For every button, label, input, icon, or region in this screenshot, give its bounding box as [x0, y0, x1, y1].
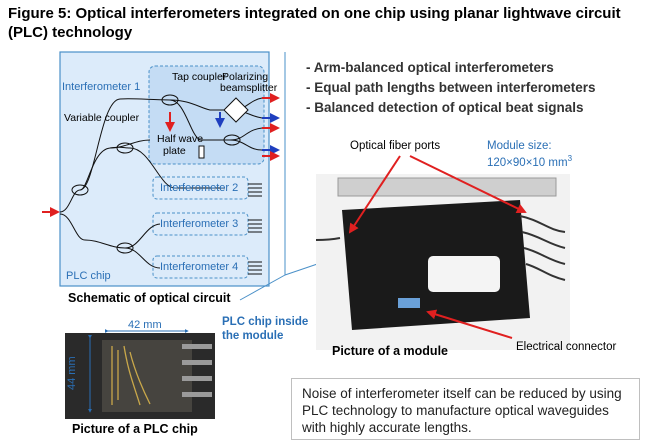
module-photo: [315, 174, 570, 350]
plc-chip-photo: [65, 333, 215, 419]
module-size-label: Module size:: [487, 140, 552, 152]
interferometer-1-label: Interferometer 1: [62, 81, 141, 93]
plate-label: plate: [163, 145, 186, 157]
polarizing-label: Polarizing: [222, 71, 269, 83]
bullet-3: - Balanced detection of optical beat sig…: [306, 100, 584, 115]
bullet-1: - Arm-balanced optical interferometers: [306, 60, 554, 75]
variable-coupler-label: Variable coupler: [64, 112, 140, 124]
plc-inside-label-2: the module: [222, 330, 284, 342]
coupler-symbols: [71, 94, 241, 254]
figure-title: Figure 5: Optical interferometers integr…: [8, 5, 621, 41]
plc-inside-label-1: PLC chip inside: [222, 316, 309, 328]
plc-chip-label: PLC chip: [66, 270, 111, 282]
half-wave-plate-icon: [198, 145, 205, 159]
plc-photo-caption: Picture of a PLC chip: [72, 422, 198, 436]
optical-fiber-ports-label: Optical fiber ports: [350, 140, 441, 152]
schematic-caption: Schematic of optical circuit: [68, 291, 231, 305]
fiber-port-arrow-2: [409, 155, 527, 213]
fiber-port-arrow-1: [348, 155, 401, 234]
interferometer-4-label: Interferometer 4: [160, 261, 239, 273]
tap-coupler-label: Tap coupler: [172, 71, 227, 83]
half-wave-label: Half wave: [157, 133, 204, 145]
note-box: Noise of interferometer itself can be re…: [291, 378, 640, 440]
electrical-connector-label: Electrical connector: [516, 341, 617, 353]
interferometer-4-box: [152, 255, 249, 279]
chip-width-label: 42 mm: [128, 319, 162, 331]
beamsplitter-label: beamsplitter: [220, 82, 278, 94]
chip-height-label: 44 mm: [66, 356, 78, 390]
connector-arrow: [426, 309, 513, 339]
output-arrows: [262, 93, 280, 161]
module-size-value: 120×90×10 mm3: [487, 154, 573, 169]
polarizing-beamsplitter-icon: [223, 97, 249, 123]
interferometer-2-label: Interferometer 2: [160, 182, 239, 194]
bullet-2: - Equal path lengths between interferome…: [306, 80, 596, 95]
module-caption: Picture of a module: [332, 344, 448, 358]
interferometer-3-label: Interferometer 3: [160, 218, 239, 230]
